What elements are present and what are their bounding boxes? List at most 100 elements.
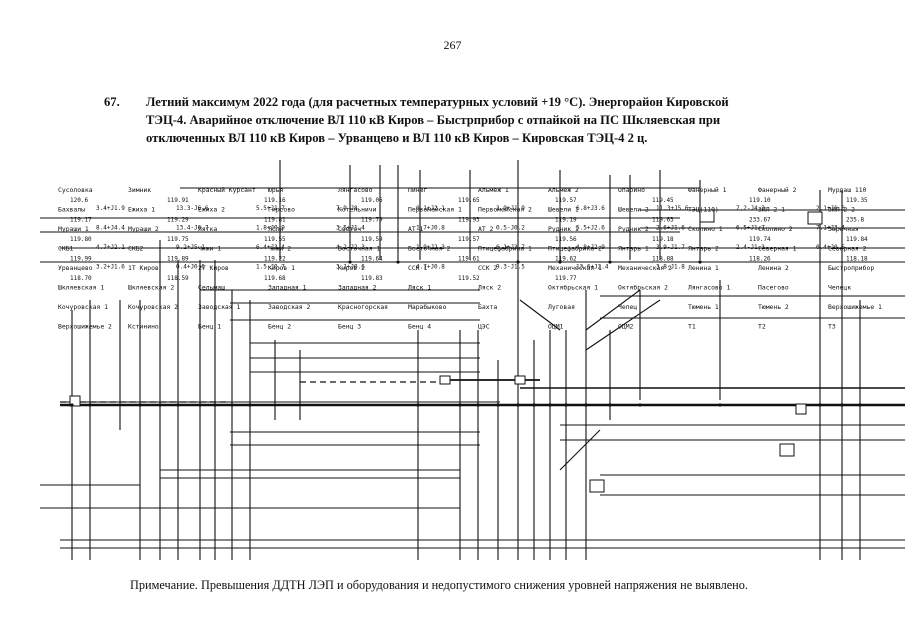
station-label-41: Восточная 2 (408, 245, 450, 253)
junction-node (564, 403, 568, 407)
station-label-3: Юрья (268, 186, 284, 194)
station-label-59: Быстроприбор (828, 264, 874, 272)
station-label-32: Рудник 2 (618, 225, 649, 233)
junction-node (548, 403, 552, 407)
station-label-63: Западная 1 (268, 284, 307, 292)
junction-node (70, 403, 74, 407)
station-label-65: Ляск 1 (408, 284, 431, 292)
power-flow-34: 4.7+J0.8 (416, 264, 445, 271)
note: Примечание. Превышения ДДТН ЛЭП и оборуд… (130, 578, 748, 592)
station-label-55: Механическая 1 (548, 264, 602, 272)
power-flow-6: 6.8+J3.6 (576, 205, 605, 212)
station-label-95: Т3 (828, 323, 836, 331)
junction-node (213, 403, 217, 407)
power-flow-4: 0.1+J2.1 (416, 205, 445, 212)
station-label-14: Ежиха 2 (198, 206, 225, 214)
bus-voltage-32: 119.62 (555, 256, 577, 263)
station-label-76: Красногорская (338, 303, 388, 311)
bus-voltage-6: 119.45 (652, 197, 674, 204)
junction-node (558, 260, 562, 264)
station-label-30: АТ 2 (478, 225, 494, 233)
station-label-11: Мурдаш 110 (828, 186, 867, 194)
bus-voltage-17: 235.8 (846, 217, 864, 224)
station-label-75: Заводская 2 (268, 303, 310, 311)
station-label-21: ТЭЦ(110) (688, 206, 719, 214)
bus-voltage-9: 119.17 (70, 217, 92, 224)
power-flow-15: 0.5-J0.2 (496, 225, 525, 232)
power-flow-1: 13.3-J6.6 (176, 205, 209, 212)
station-label-20: Шевели 2 (618, 206, 649, 214)
power-flow-5: 3.9+J1.9 (496, 205, 525, 212)
station-label-71: Чепецк (828, 284, 851, 292)
station-label-74: Заводская 1 (198, 303, 240, 311)
station-label-51: Киров 1 (268, 264, 295, 272)
station-label-88: Бенц 3 (338, 323, 361, 331)
bus-voltage-7: 119.10 (749, 197, 771, 204)
power-flow-16: 5.5+J2.6 (576, 225, 605, 232)
station-label-37: СКБ2 (128, 245, 144, 253)
bus-voltage-35: 118.18 (846, 256, 868, 263)
station-label-62: Сельмаш (198, 284, 225, 292)
junction-node (176, 403, 180, 407)
station-label-8: Опарино (618, 186, 645, 194)
station-label-16: Котельничи (338, 206, 377, 214)
station-label-60: Шкляевская 1 (58, 284, 104, 292)
station-label-56: Механическая 2 (618, 264, 672, 272)
junction-node (840, 403, 844, 407)
page-number: 267 (443, 38, 462, 52)
bus-voltage-10: 119.29 (167, 217, 189, 224)
heading-number: 67. (104, 95, 120, 109)
station-label-78: Бахта (478, 303, 497, 311)
station-label-85: Кстинино (128, 323, 159, 331)
bus-voltage-26: 119.84 (846, 236, 868, 243)
power-flow-27: 3.9-J1.7 (656, 244, 685, 251)
station-label-39: Чижи 2 (268, 245, 291, 253)
station-label-84: Верхошижемье 2 (58, 323, 112, 331)
junction-node (608, 403, 612, 407)
station-label-42: Птицефабрика 1 (478, 245, 532, 253)
station-label-52: Киров 2 (338, 264, 365, 272)
heading-line-1: Летний максимум 2022 года (для расчетных… (146, 95, 729, 109)
station-label-10: Фанерный 2 (758, 186, 797, 194)
bus-voltage-3: 119.06 (361, 197, 383, 204)
power-flow-0: 3.4+J1.9 (96, 205, 125, 212)
junction-node (396, 260, 400, 264)
station-label-57: Ленина 1 (688, 264, 719, 272)
bus-voltage-1: 119.91 (167, 197, 189, 204)
power-flow-29: 0.4+J0.6 (816, 244, 845, 251)
power-flow-9: 2.1+J1.6 (816, 205, 845, 212)
station-label-46: Северная 1 (758, 245, 797, 253)
power-flow-26: 4.8+J2.9 (576, 244, 605, 251)
bus-voltage-0: 120.6 (70, 197, 88, 204)
station-label-72: Кочуровская 1 (58, 303, 108, 311)
power-flow-28: 2.4-J1.3 (736, 244, 765, 251)
bus-voltage-12: 119.79 (361, 217, 383, 224)
junction-node (88, 403, 92, 407)
station-label-66: Ляск 2 (478, 284, 501, 292)
station-label-31: Рудник 1 (548, 225, 579, 233)
junction-node (416, 403, 420, 407)
station-label-23: ЗИЛ-2 2 (828, 206, 855, 214)
station-label-45: Янтарь 2 (688, 245, 719, 253)
bus-voltage-23: 119.56 (555, 236, 577, 243)
station-label-58: Ленина 2 (758, 264, 789, 272)
power-flow-20: 4.7+J2.1 (96, 244, 125, 251)
power-flow-25: 6.1+J3.7 (496, 244, 525, 251)
station-label-4: Лянгасово (338, 186, 373, 194)
power-flow-2: 5.5+J1.7 (256, 205, 285, 212)
bus-voltage-30: 119.64 (361, 256, 383, 263)
station-label-47: Северная 2 (828, 245, 867, 253)
bus-voltage-11: 119.81 (264, 217, 286, 224)
station-label-36: СКБ1 (58, 245, 74, 253)
station-label-87: Бенц 2 (268, 323, 291, 331)
power-flow-32: 1.5-J0.7 (256, 264, 285, 271)
station-label-54: ССК 2 (478, 264, 497, 272)
power-flow-30: 3.2+J1.6 (96, 264, 125, 271)
station-label-90: ЦЭС (478, 323, 490, 331)
junction-node (638, 403, 642, 407)
power-flow-37: 3.8-J1.8 (656, 264, 685, 271)
power-flow-36: 13.6+J2.4 (576, 264, 609, 271)
station-label-0: Сусоловка (58, 186, 93, 194)
bus-voltage-27: 119.99 (70, 256, 92, 263)
